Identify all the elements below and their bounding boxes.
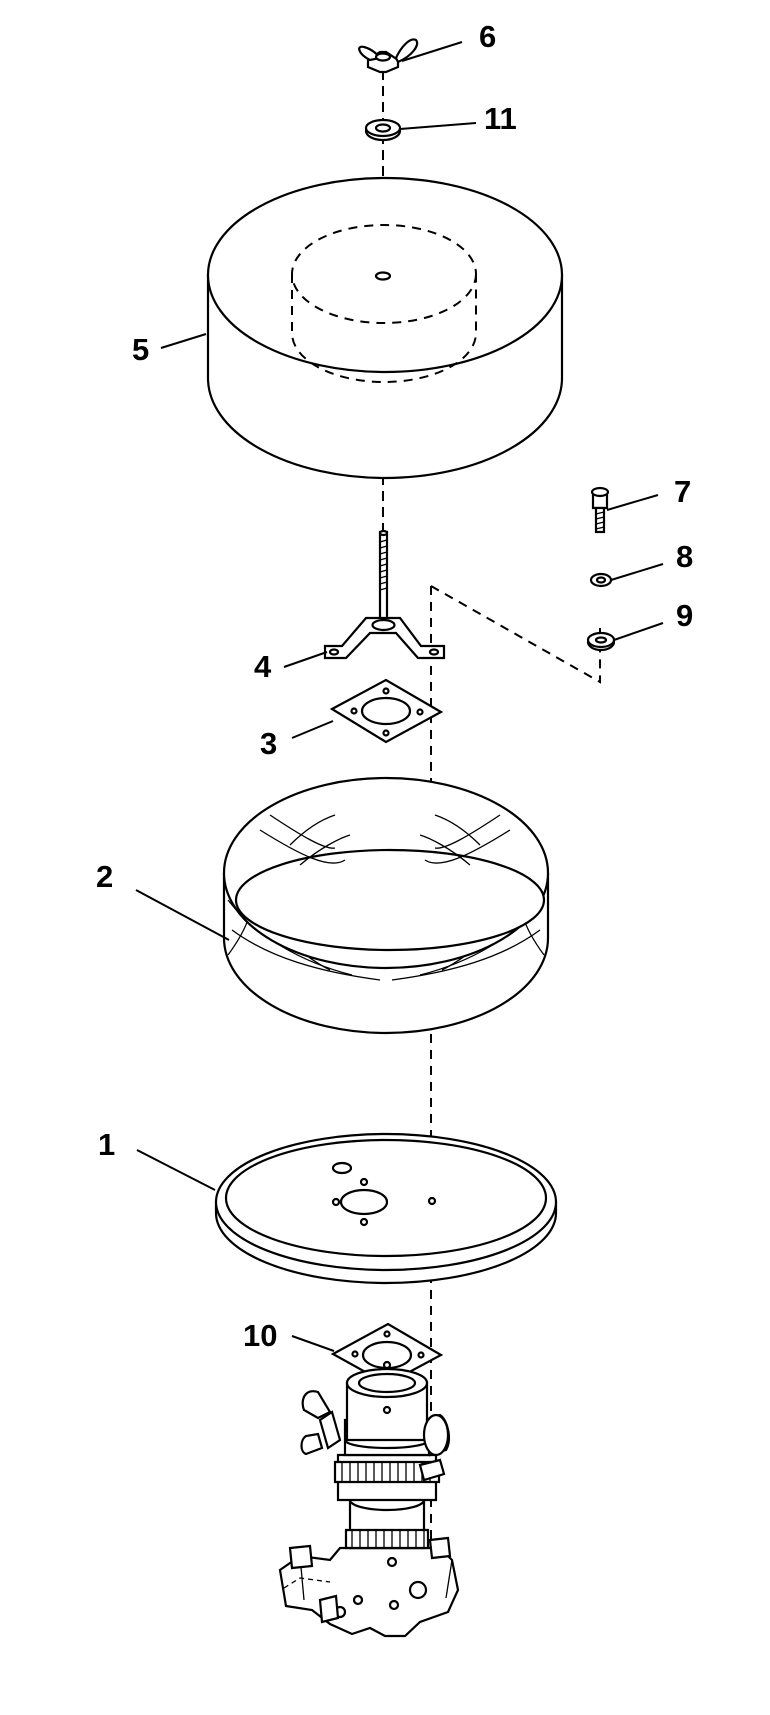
callout-4: 4: [254, 649, 272, 684]
mounting-bracket-part: [323, 529, 446, 660]
callout-8: 8: [676, 539, 693, 574]
wing-nut-part: [358, 38, 419, 74]
lock-washer-part: [589, 572, 613, 588]
callout-9: 9: [676, 598, 693, 633]
air-cleaner-cover-part: [206, 176, 564, 480]
washer-part: [364, 118, 402, 142]
air-cleaner-base-part: [214, 1132, 558, 1285]
air-filter-element-part: [222, 776, 550, 1035]
leader-lines: [135, 41, 664, 1352]
callout-5: 5: [132, 332, 149, 367]
callout-10: 10: [243, 1318, 277, 1353]
callout-7: 7: [674, 474, 691, 509]
callout-3: 3: [260, 726, 277, 761]
carburetor-assembly: [278, 1360, 460, 1638]
callout-1: 1: [98, 1127, 115, 1162]
callout-6: 6: [479, 19, 496, 54]
callout-2: 2: [96, 859, 113, 894]
lower-gasket-part: [330, 1322, 444, 1386]
callout-11: 11: [484, 101, 517, 136]
flat-washer-part: [586, 631, 616, 652]
callout-labels: 6 11 5 7 8 9 4 3 2 1 10: [96, 19, 693, 1353]
bolt-part: [590, 486, 610, 534]
upper-gasket-part: [329, 678, 444, 744]
